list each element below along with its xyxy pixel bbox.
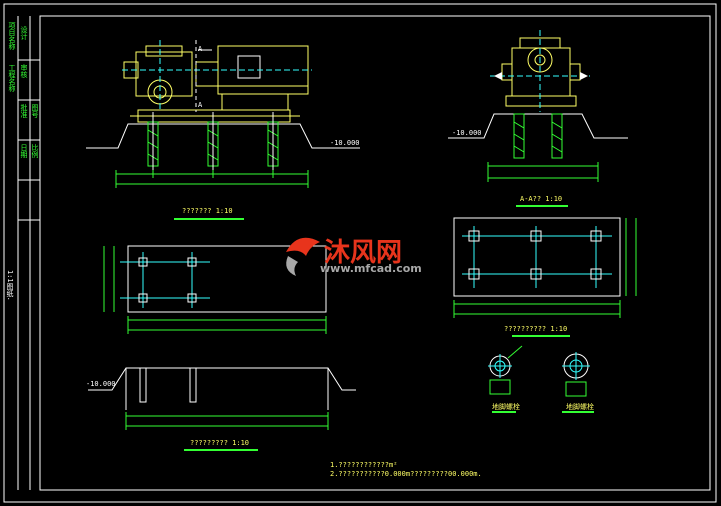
title-block-text-8: 比例 <box>31 144 39 158</box>
detail-right-title: 地脚螺栓 <box>566 403 594 411</box>
plan-view-title: ?????????? 1:10 <box>504 325 568 333</box>
section-view-title: A-A?? 1:10 <box>520 195 563 203</box>
elevation-label-left: -10.000 <box>330 139 360 147</box>
note-line-1: 1.????????????m² <box>330 461 398 469</box>
title-block-text-5: 批准 <box>20 104 28 118</box>
watermark-url: www.mfcad.com <box>320 262 422 275</box>
anchor-detail-right <box>562 352 594 413</box>
watermark-logo-icon <box>286 237 320 276</box>
foundation-section-title: ????????? 1:10 <box>190 439 250 447</box>
detail-left-title: 地脚螺栓 <box>492 403 520 411</box>
elevation-view-title: ??????? 1:10 <box>182 207 233 215</box>
pump-elevation-view <box>86 40 360 220</box>
note-line-2: 2.???????????0.000m?????????00.000m. <box>330 470 482 478</box>
base-plan-view <box>453 217 637 337</box>
foundation-plan-view <box>103 245 327 334</box>
watermark-cn: 沐风网 <box>324 238 403 268</box>
elevation-label-foundation: -10.000 <box>86 380 116 388</box>
foundation-section-view <box>88 367 356 451</box>
section-mark-lower: A <box>198 101 203 109</box>
section-a-a-view <box>448 30 628 207</box>
title-block-text-2: 工程名称 <box>8 64 16 92</box>
anchor-detail-left <box>488 345 523 413</box>
title-block-text-3: 设计 <box>20 26 28 40</box>
drawing-frame <box>3 3 717 503</box>
title-block-text-4: 审核 <box>20 64 28 78</box>
side-note: 1:1图纸. <box>6 270 14 301</box>
title-block-text-1: 项目名称 <box>8 22 16 50</box>
title-block-text-6: 日期 <box>20 144 28 158</box>
elevation-label-right: -10.000 <box>452 129 482 137</box>
title-block-text-7: 图号 <box>31 104 39 118</box>
section-mark-upper: A <box>198 45 203 53</box>
